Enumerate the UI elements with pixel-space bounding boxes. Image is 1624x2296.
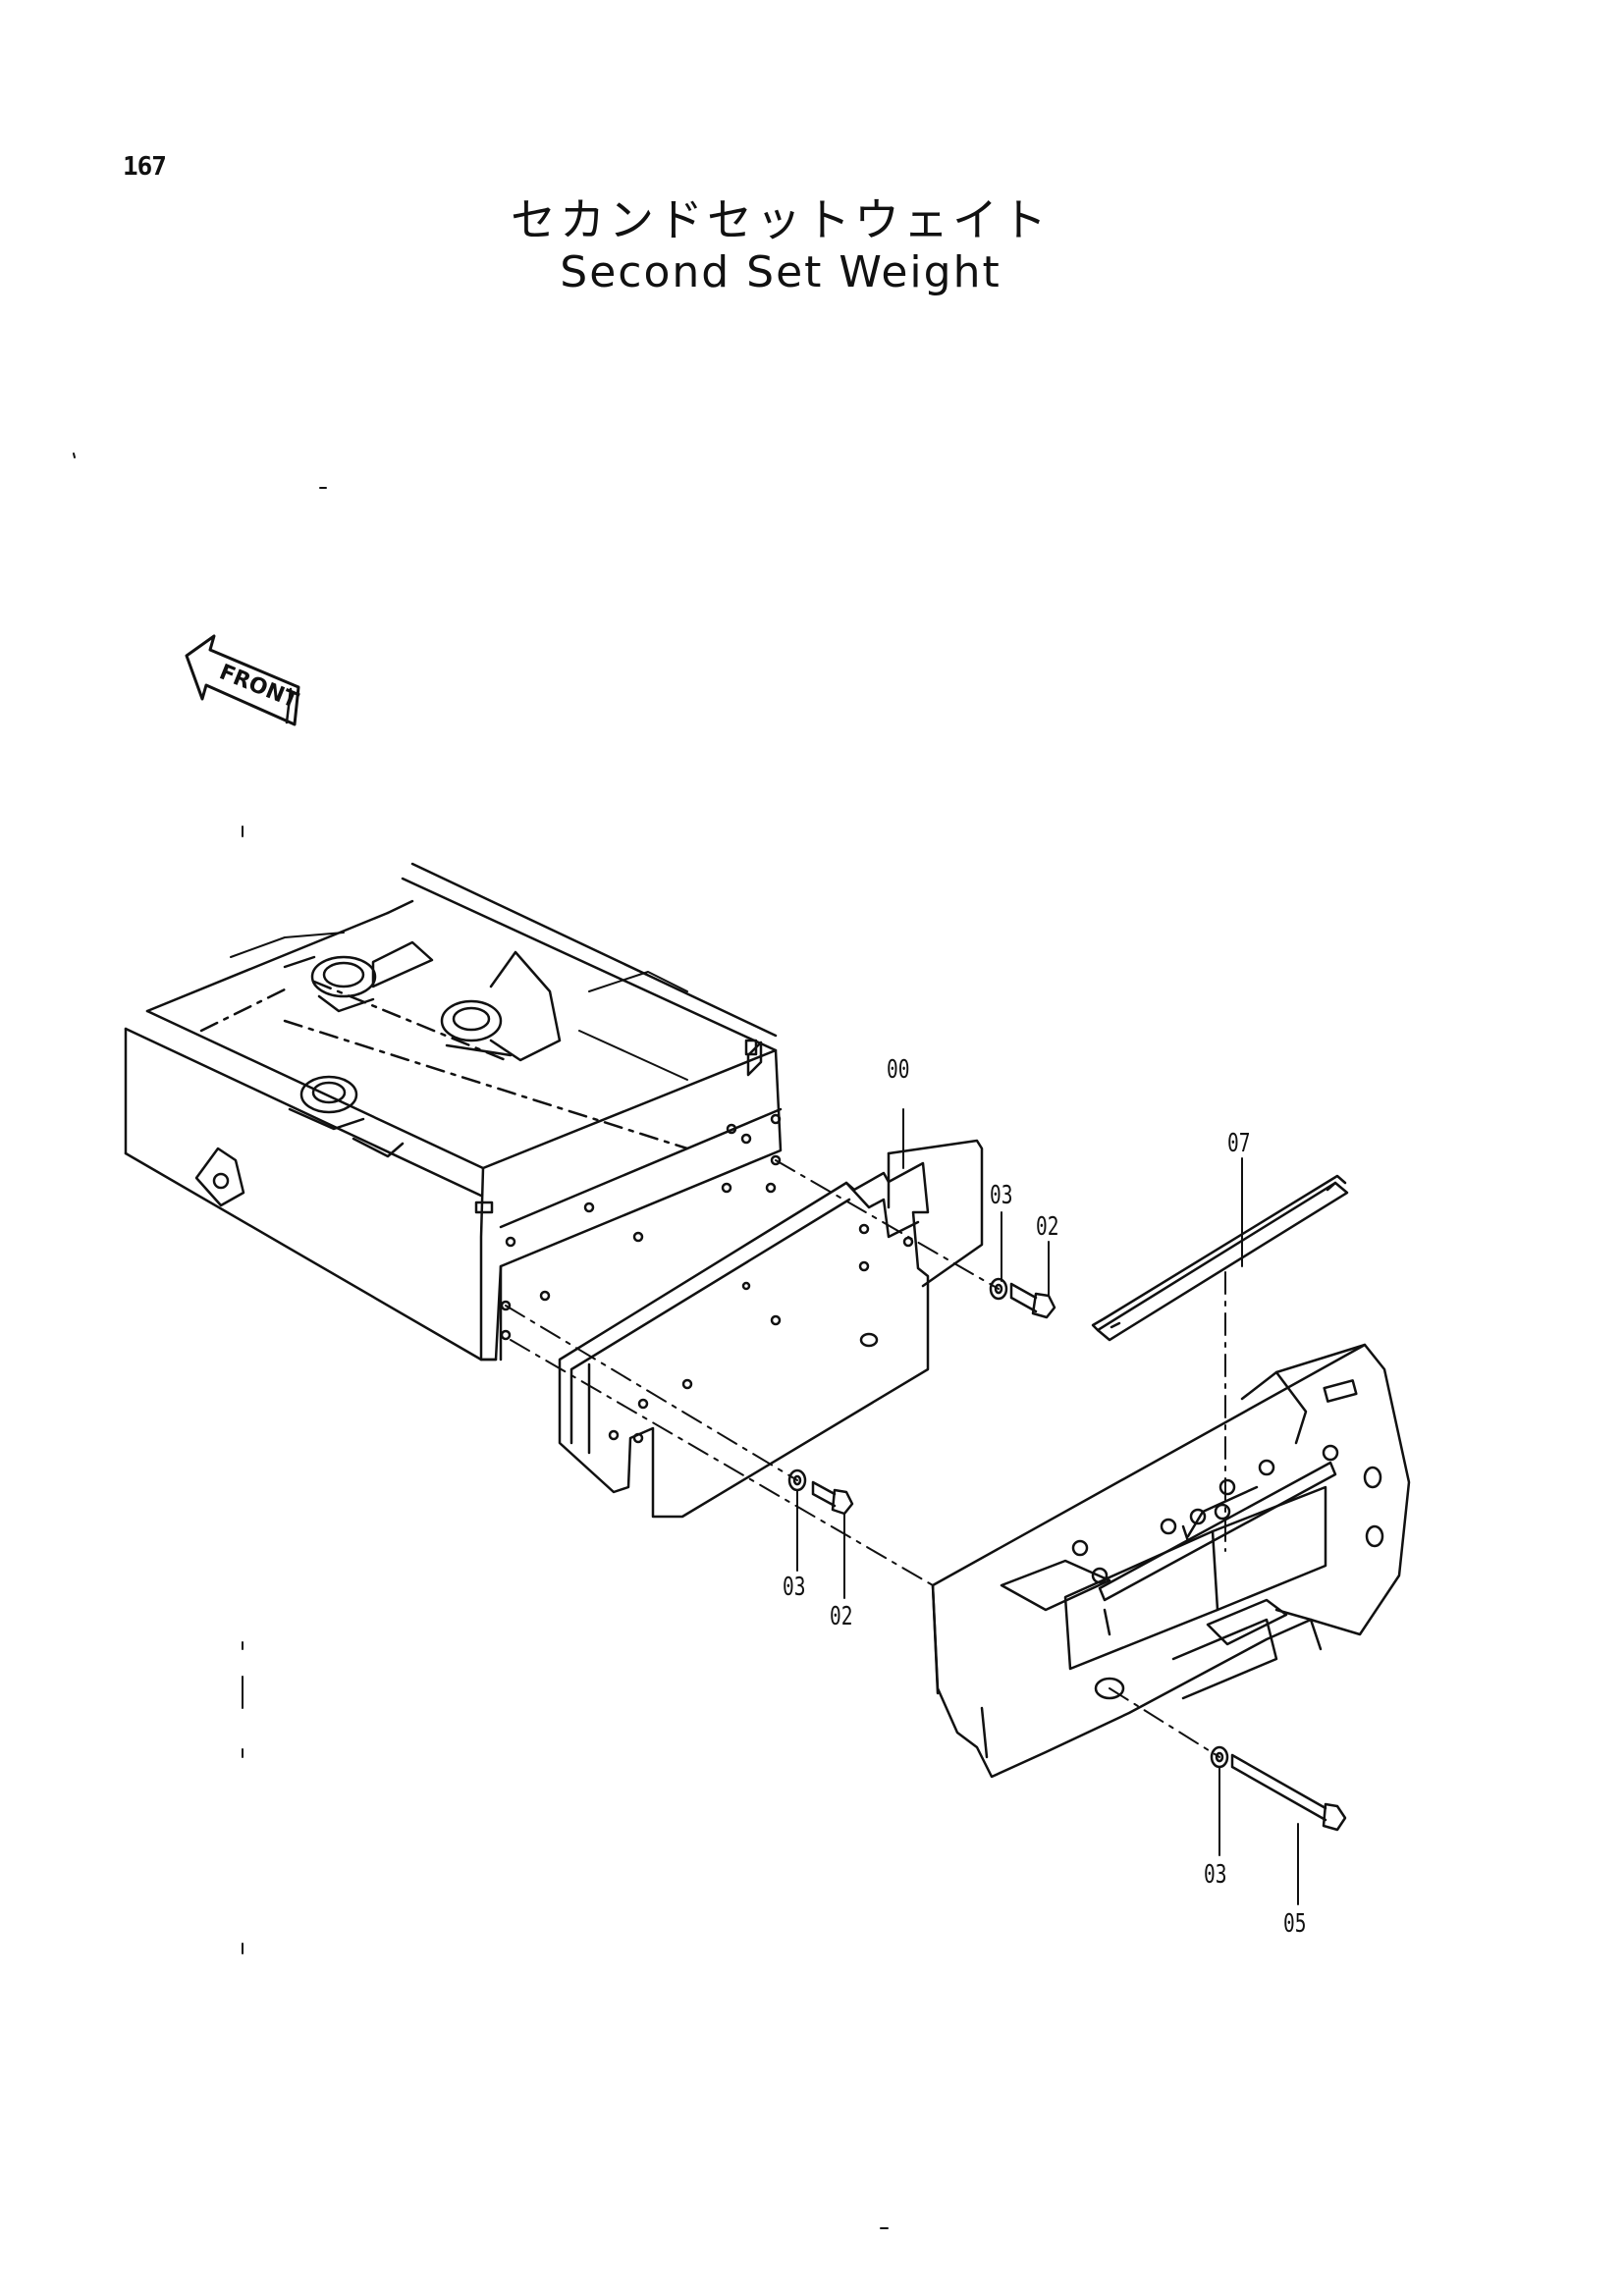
counterweight-block xyxy=(931,1343,1411,1779)
front-arrow-icon: FRONT xyxy=(185,634,301,726)
callout-02-middle: 02 xyxy=(830,1602,853,1631)
title-english: Second Set Weight xyxy=(560,247,1001,297)
main-frame xyxy=(124,862,783,1362)
callout-00: 00 xyxy=(887,1055,910,1085)
title-japanese: セカンドセットウェイト xyxy=(511,193,1051,246)
assembly-lines xyxy=(505,1159,1226,1758)
bolt-02-upper xyxy=(1009,1282,1056,1319)
bolt-05-long xyxy=(1230,1753,1347,1832)
leader-lines xyxy=(796,1108,1299,1905)
front-label: FRONT xyxy=(216,660,301,714)
bolt-02-middle xyxy=(811,1480,854,1516)
page-number: 167 xyxy=(123,152,167,182)
washer-03-upper xyxy=(989,1277,1008,1301)
callout-05: 05 xyxy=(1283,1909,1307,1939)
part-00-weight-plate xyxy=(558,1139,984,1519)
part-07-rod xyxy=(1091,1174,1349,1342)
scan-marks xyxy=(73,453,889,2229)
callout-03-upper: 03 xyxy=(990,1181,1013,1210)
callout-03-lower: 03 xyxy=(1204,1860,1227,1890)
callout-03-middle: 03 xyxy=(783,1573,806,1602)
callout-07: 07 xyxy=(1227,1129,1251,1158)
callout-02-upper: 02 xyxy=(1036,1212,1059,1242)
